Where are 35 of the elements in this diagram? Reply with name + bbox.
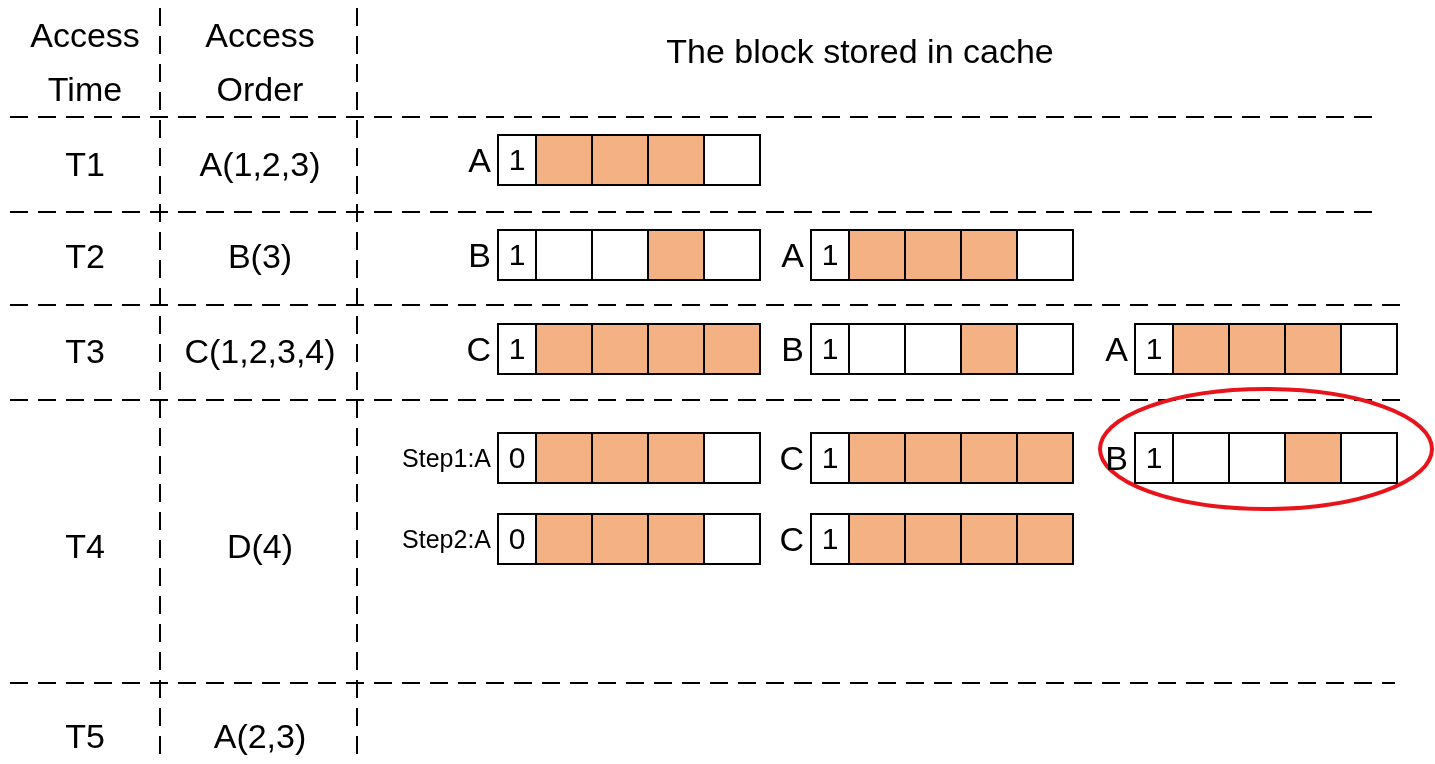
row-cell-text: B(3)	[226, 236, 294, 277]
valid-bit: 1	[507, 331, 527, 367]
block-label: B	[780, 329, 804, 370]
valid-bit: 1	[820, 237, 840, 273]
row-label: T1	[64, 144, 106, 185]
valid-bit: 0	[507, 521, 527, 557]
column-header: Access Time	[29, 15, 141, 110]
block-label: C	[778, 438, 804, 479]
block-label: C	[465, 329, 491, 370]
row-label: T4	[64, 526, 106, 567]
valid-bit: 0	[507, 440, 527, 476]
row-cell-text: A(1,2,3)	[198, 144, 322, 185]
column-header: Access Order	[204, 15, 316, 110]
block-label: A	[467, 140, 491, 181]
valid-bit: 1	[507, 237, 527, 273]
valid-bit: 1	[507, 142, 527, 178]
valid-bit: 1	[1144, 440, 1164, 476]
row-cell-text: D(4)	[225, 526, 295, 567]
valid-bit: 1	[820, 440, 840, 476]
block-label: A	[780, 235, 804, 276]
row-label: T5	[64, 716, 106, 757]
column-header: The block stored in cache	[665, 31, 1055, 72]
block-label: C	[778, 519, 804, 560]
row-cell-text: A(2,3)	[212, 716, 308, 757]
block-label: Step2:A	[401, 524, 491, 555]
row-cell-text: C(1,2,3,4)	[183, 331, 337, 372]
block-label: B	[467, 235, 491, 276]
valid-bit: 1	[820, 521, 840, 557]
valid-bit: 1	[820, 331, 840, 367]
row-label: T2	[64, 236, 106, 277]
row-label: T3	[64, 331, 106, 372]
valid-bit: 1	[1144, 331, 1164, 367]
block-label: B	[1104, 438, 1128, 479]
block-label: A	[1104, 329, 1128, 370]
block-label: Step1:A	[401, 443, 491, 474]
